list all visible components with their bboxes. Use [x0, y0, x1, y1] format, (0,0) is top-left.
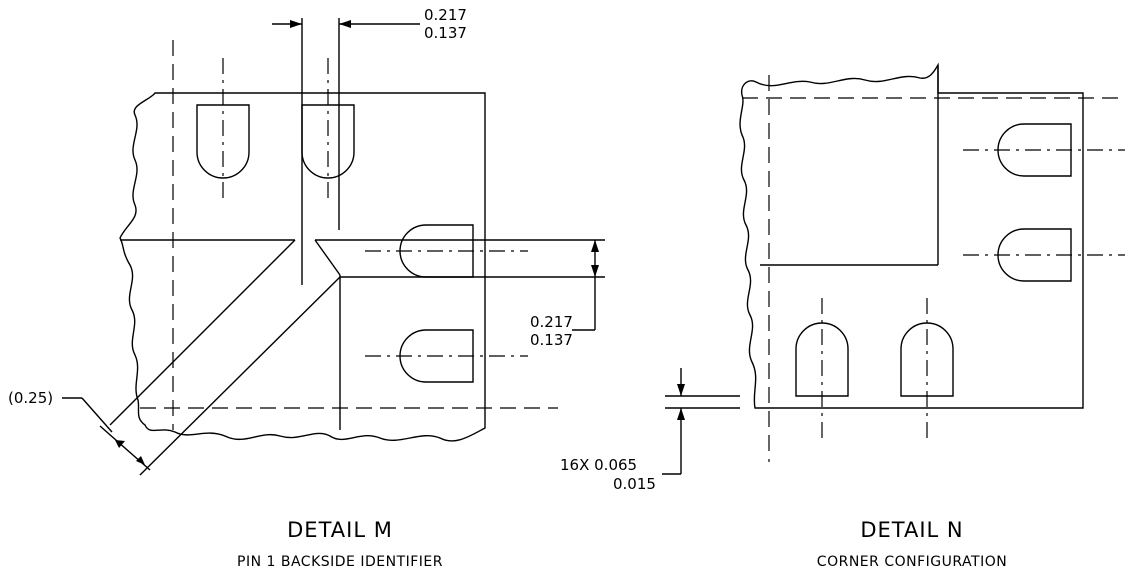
- detail-n-pad-bottom-1: [795, 322, 849, 397]
- detail-n-pad-right-2: [997, 228, 1072, 282]
- detail-m-pad-width-max: 0.217: [424, 6, 467, 24]
- detail-m-chamfer-arrowhead: [115, 440, 125, 448]
- detail-m-chamfer-label: (0.25): [8, 389, 53, 407]
- detail-n-subtitle: CORNER CONFIGURATION: [817, 554, 1007, 570]
- detail-m-pad-top-1: [196, 104, 250, 179]
- detail-m-title: DETAIL M: [287, 518, 393, 542]
- detail-n-body-outline: [739, 62, 1084, 409]
- detail-m: 0.217 0.137 0.217 0.137 (0.25) DETAIL M …: [8, 6, 605, 570]
- detail-m-chamfer-arrowhead-2: [136, 456, 145, 465]
- detail-m-dim-arrowhead: [290, 20, 302, 28]
- detail-n-pad-right-1: [997, 123, 1072, 177]
- detail-m-pad-pitch-max: 0.217: [530, 313, 573, 331]
- detail-m-identifier-stripe: [109, 239, 296, 426]
- detail-m-subtitle: PIN 1 BACKSIDE IDENTIFIER: [237, 554, 443, 570]
- detail-n-offset-min: 0.015: [613, 475, 656, 493]
- detail-n-offset-max: 16X 0.065: [560, 456, 637, 474]
- detail-m-pad-width-min: 0.137: [424, 24, 467, 42]
- detail-m-dim-v-arrowhead: [591, 240, 599, 252]
- detail-n: 16X 0.065 0.015 DETAIL N CORNER CONFIGUR…: [560, 62, 1125, 570]
- detail-m-dim-v-arrowhead-2: [591, 265, 599, 277]
- detail-m-pad-top-2: [301, 104, 355, 179]
- detail-m-pad-pitch-min: 0.137: [530, 331, 573, 349]
- detail-m-body-outline: [119, 92, 486, 442]
- detail-n-pad-bottom-2: [900, 322, 954, 397]
- detail-n-dim-arrowhead-2: [677, 408, 685, 420]
- detail-n-title: DETAIL N: [860, 518, 963, 542]
- detail-m-pad-right-2: [399, 329, 474, 383]
- detail-m-chamfer-line: [314, 239, 341, 276]
- detail-m-pad-right-1: [399, 224, 474, 278]
- detail-n-dim-arrowhead: [677, 384, 685, 396]
- detail-m-chamfer-leader-2: [81, 397, 113, 433]
- detail-m-dim-arrowhead-2: [339, 20, 351, 28]
- detail-m-identifier-stripe-2: [139, 276, 341, 476]
